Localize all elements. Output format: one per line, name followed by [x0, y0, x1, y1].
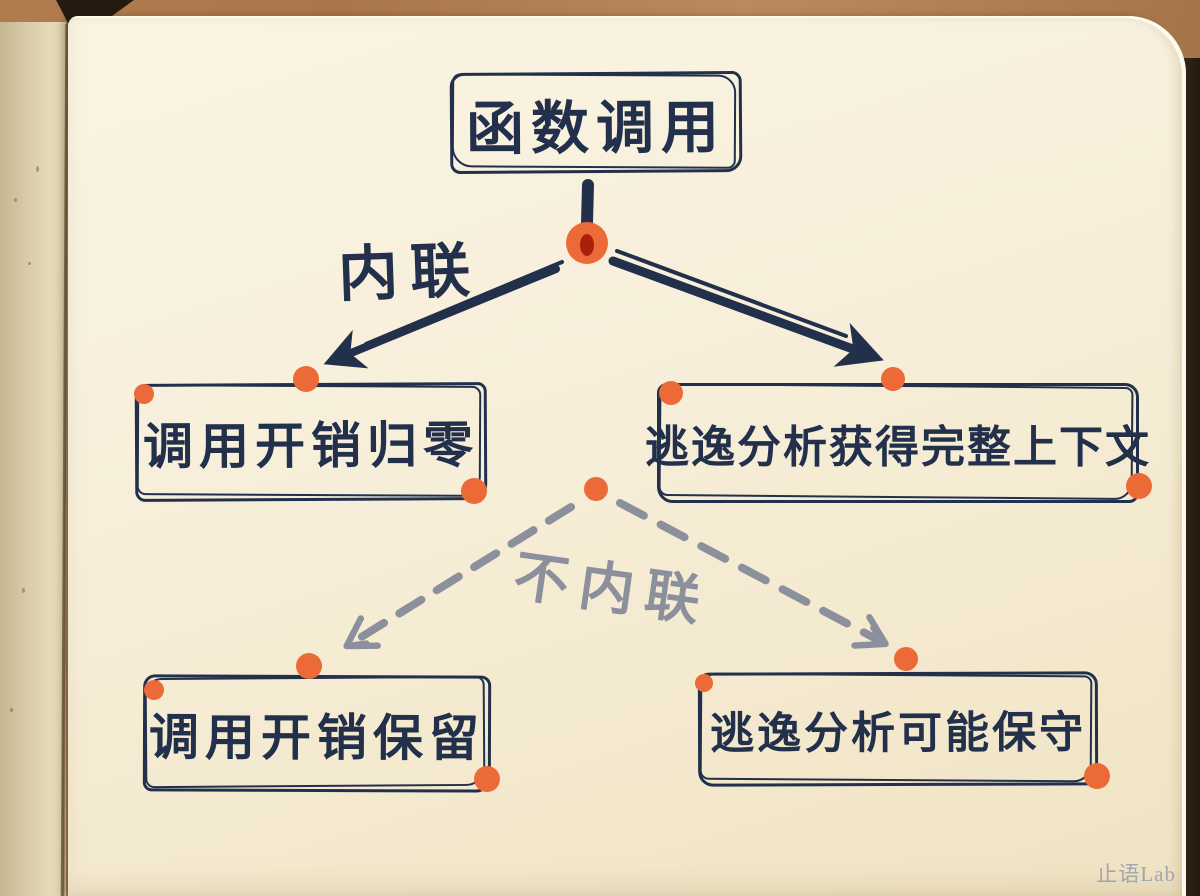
paper-speckle: [10, 708, 13, 712]
inline-arrow-left: [323, 265, 560, 369]
corner-dot: [894, 647, 918, 671]
corner-dot: [296, 653, 322, 679]
corner-dot: [134, 384, 154, 404]
inline-arrow-right: [608, 256, 884, 367]
corner-dot: [293, 366, 319, 392]
corner-dot: [461, 478, 487, 504]
watermark: 止语Lab: [1096, 862, 1176, 886]
corner-dot: [1126, 473, 1152, 499]
previous-page-edge: [0, 22, 66, 896]
corner-dot: [695, 674, 713, 692]
corner-dot: [144, 680, 164, 700]
noinline-hub-dot: [584, 477, 608, 501]
noinline-arrow-left: [343, 503, 575, 650]
paper-speckle: [22, 588, 25, 593]
corner-dot: [1084, 763, 1110, 789]
corner-dot: [881, 367, 905, 391]
inline-arrow-right-sketchline: [615, 249, 848, 338]
paper-speckle: [14, 198, 17, 202]
corner-dot: [474, 766, 500, 792]
paper-speckle: [36, 166, 39, 172]
paper-speckle: [28, 262, 31, 265]
corner-dot: [659, 381, 683, 405]
inline-branch-label: 内联: [337, 236, 484, 309]
noinline-arrow-right: [616, 499, 889, 649]
node-escape-analysis-full-context-label: 逃逸分析获得完整上下文: [645, 423, 1151, 472]
inline-hub-dot-core: [580, 234, 594, 256]
root-hub-stub: [581, 179, 594, 229]
